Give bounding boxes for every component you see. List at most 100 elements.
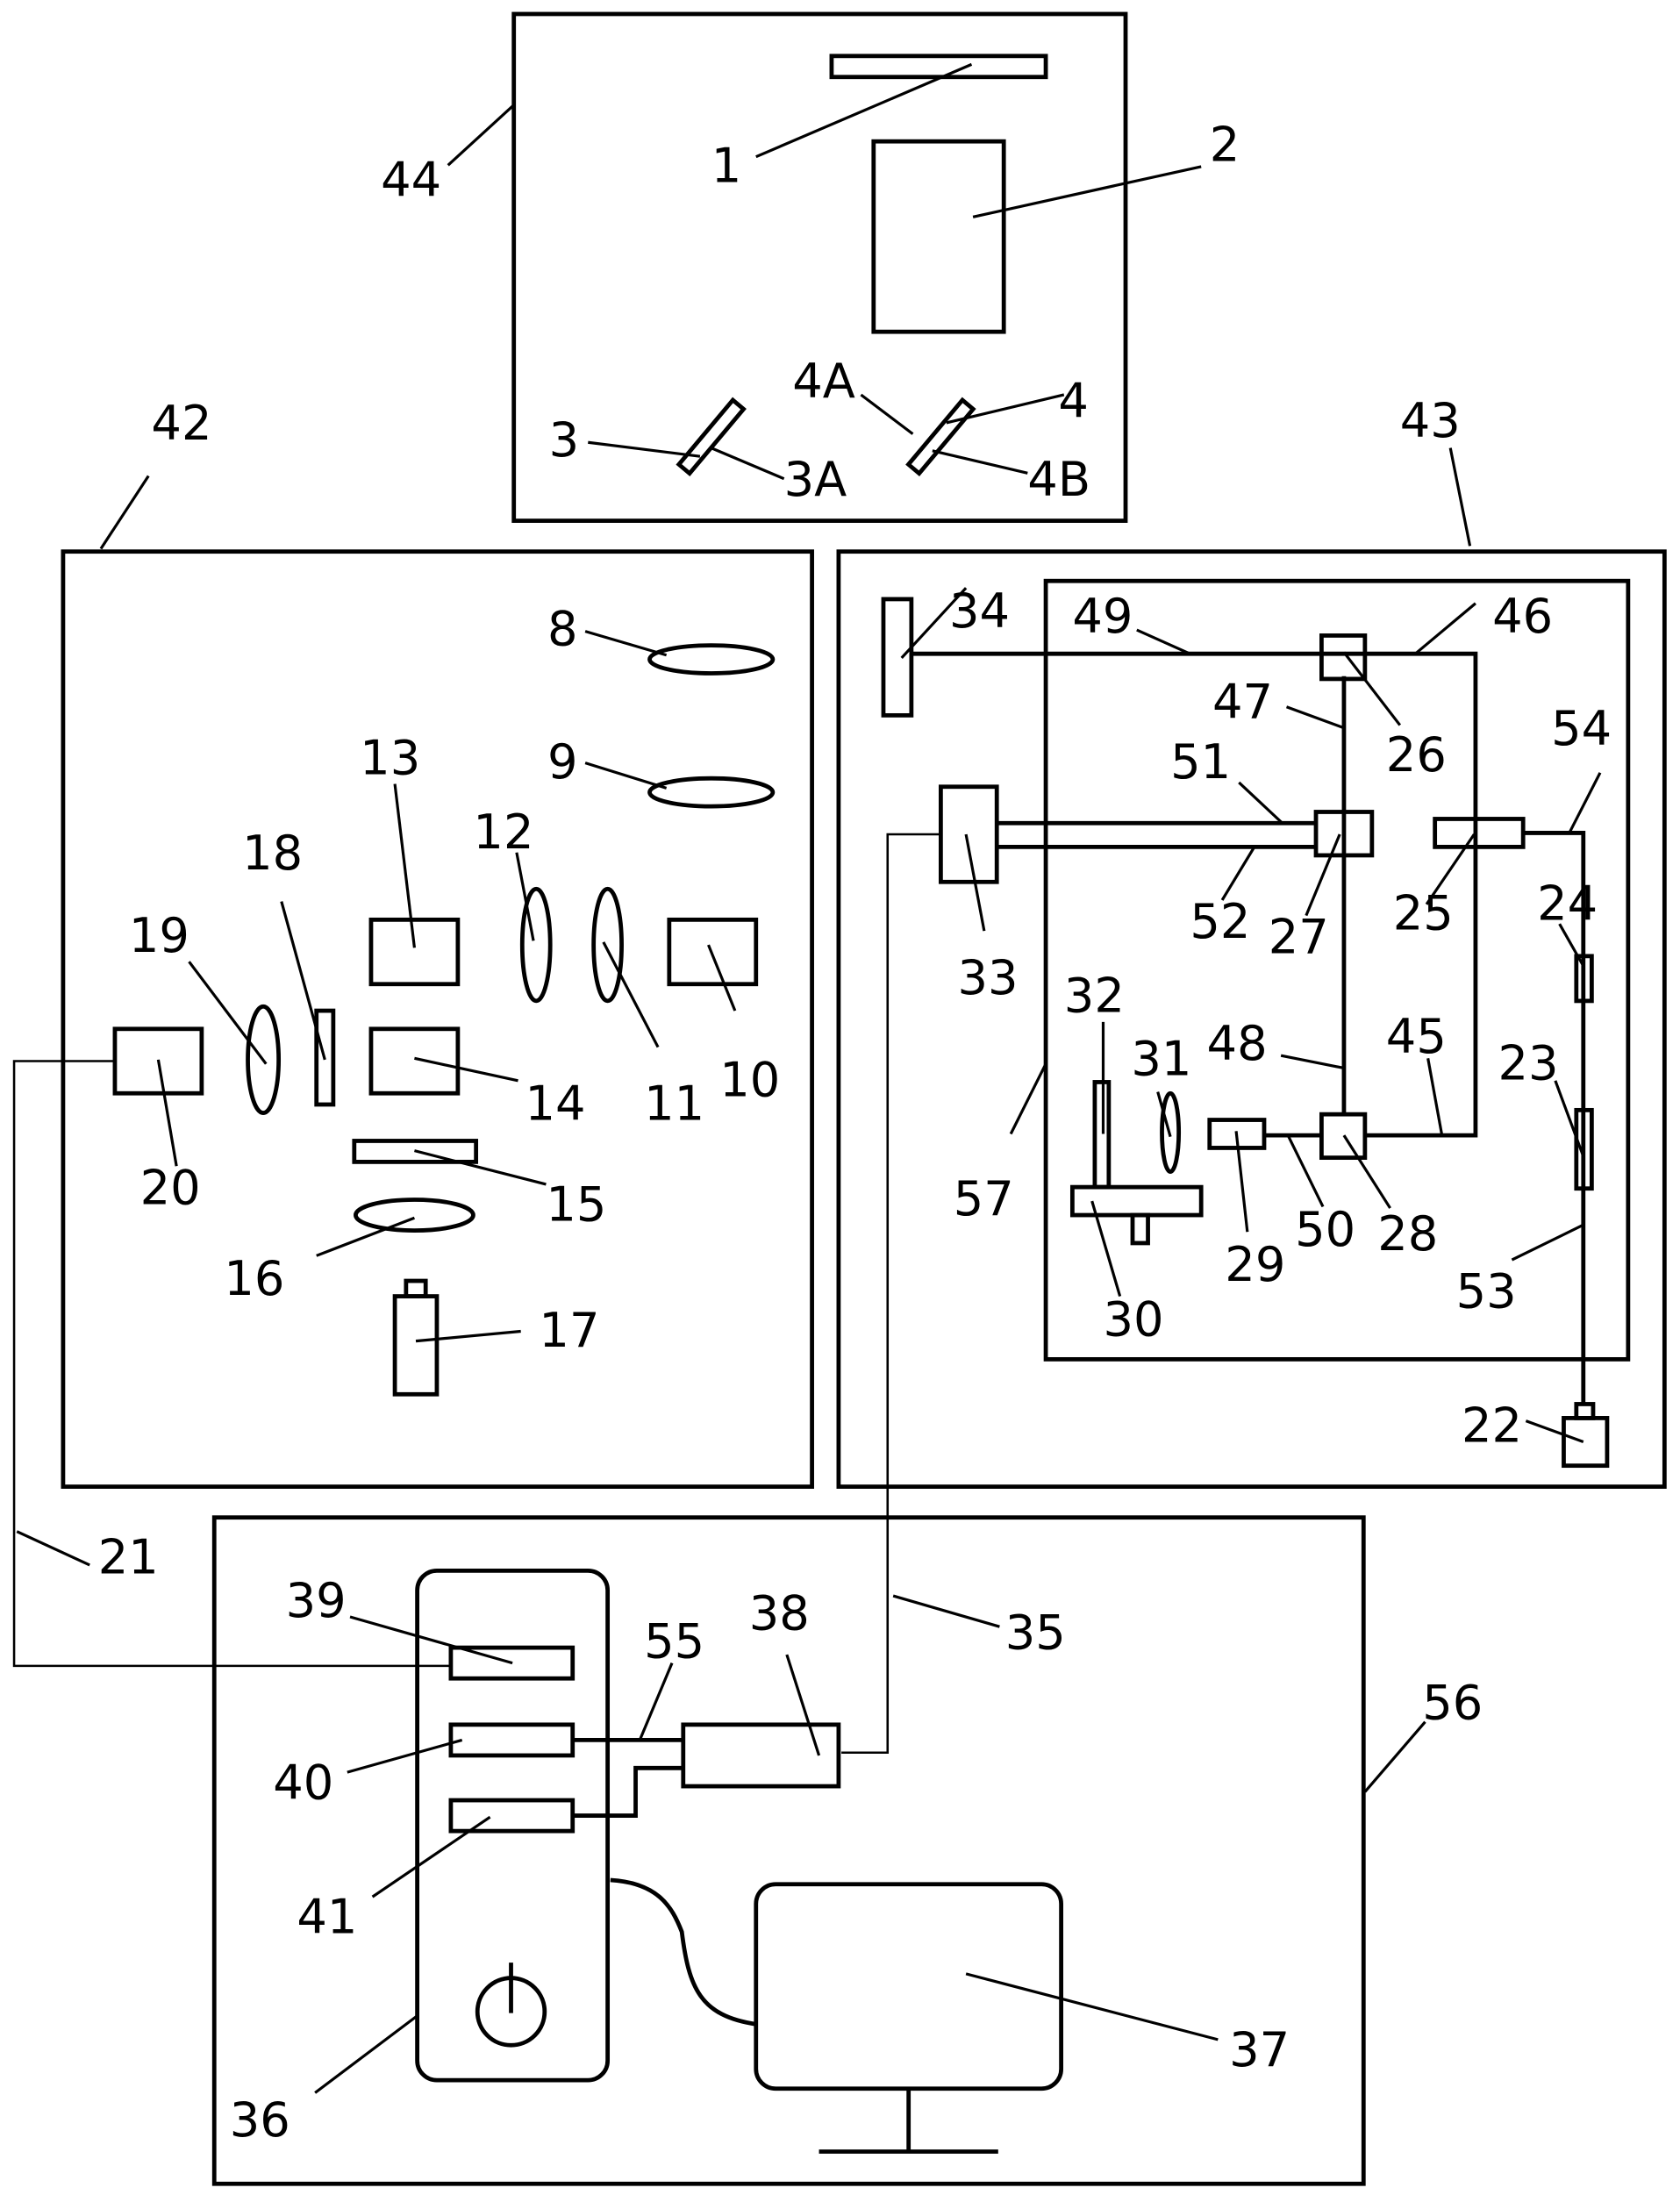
label-3: 3 [549, 412, 580, 468]
leader-23 [1555, 1081, 1583, 1156]
label-46: 46 [1492, 589, 1553, 644]
leader-46 [1415, 604, 1476, 654]
label-4B: 4B [1027, 452, 1090, 507]
leader-36 [315, 2016, 417, 2093]
leader-15 [414, 1151, 546, 1184]
leader-39 [350, 1617, 512, 1663]
leader-2 [973, 167, 1201, 217]
label-55: 55 [644, 1613, 704, 1669]
label-39: 39 [286, 1573, 347, 1628]
leader-4A [861, 395, 912, 434]
leader-40 [347, 1740, 462, 1772]
label-18: 18 [242, 826, 303, 881]
cable-55-b [573, 1768, 683, 1815]
leader-48 [1281, 1055, 1344, 1068]
label-4: 4 [1058, 374, 1089, 429]
label-17: 17 [539, 1303, 599, 1358]
card-41 [451, 1800, 573, 1831]
label-24: 24 [1537, 876, 1598, 931]
label-31: 31 [1131, 1031, 1191, 1086]
panel-56: 56 39 40 41 55 38 36 37 [214, 1518, 1483, 2184]
cable-21 [14, 1062, 451, 1666]
leader-9 [585, 763, 667, 789]
leader-22 [1526, 1421, 1583, 1442]
component-16-lens [355, 1199, 473, 1230]
leader-37 [966, 1974, 1218, 2040]
label-32: 32 [1064, 969, 1125, 1024]
component-34-mirror [883, 599, 911, 715]
leader-51 [1239, 783, 1282, 823]
label-34: 34 [949, 583, 1010, 639]
leader-17 [416, 1331, 521, 1341]
label-20: 20 [140, 1160, 201, 1215]
component-30-stage [1072, 1187, 1201, 1215]
card-40 [451, 1725, 573, 1755]
label-44: 44 [381, 152, 441, 207]
label-48: 48 [1207, 1016, 1268, 1071]
leader-35 [893, 1596, 999, 1627]
label-52: 52 [1190, 894, 1250, 949]
label-2: 2 [1210, 118, 1240, 173]
label-30: 30 [1103, 1291, 1163, 1347]
panel-44: 1 2 3 3A 4A 4 4B 44 [381, 14, 1240, 521]
label-9: 9 [547, 734, 578, 790]
component-25-coupler [1435, 819, 1524, 847]
leader-42 [101, 476, 148, 549]
monitor-cable [611, 1880, 756, 2024]
leader-47 [1287, 707, 1344, 728]
leader-44 [448, 105, 514, 166]
label-49: 49 [1072, 589, 1133, 644]
label-10: 10 [719, 1052, 780, 1107]
component-30-stage-post [1133, 1215, 1148, 1243]
label-16: 16 [224, 1251, 284, 1306]
label-40: 40 [273, 1755, 333, 1810]
label-22: 22 [1462, 1398, 1522, 1454]
label-12: 12 [473, 804, 533, 860]
component-38-controller [683, 1725, 839, 1786]
power-icon[interactable] [477, 1963, 545, 2045]
label-4A: 4A [792, 354, 855, 409]
component-9-lens [649, 778, 772, 806]
leader-14 [414, 1058, 518, 1081]
label-35: 35 [1005, 1605, 1066, 1661]
label-33: 33 [958, 950, 1019, 1005]
leader-45 [1428, 1058, 1442, 1135]
component-4-mirror [909, 400, 974, 474]
component-17-cap [406, 1281, 425, 1297]
component-8-lens [649, 646, 772, 674]
leader-43 [1450, 448, 1469, 547]
label-57: 57 [954, 1171, 1014, 1226]
label-1: 1 [711, 138, 742, 193]
leader-3A [711, 448, 784, 479]
component-11-lens [594, 889, 622, 1001]
leader-13 [395, 784, 414, 948]
panel-43: 43 [839, 393, 1664, 1487]
leader-26 [1344, 653, 1400, 726]
leader-41 [373, 1817, 490, 1897]
label-25: 25 [1393, 886, 1454, 941]
label-38: 38 [749, 1585, 810, 1641]
leader-53 [1512, 1225, 1583, 1260]
component-33-detector [940, 787, 997, 883]
label-43: 43 [1400, 393, 1461, 448]
cable-35 [841, 834, 940, 1753]
leader-10 [709, 945, 735, 1011]
leader-20 [158, 1060, 176, 1166]
label-8: 8 [547, 602, 578, 657]
component-14-block [371, 1029, 458, 1093]
leader-57 [1011, 1064, 1046, 1134]
label-53: 53 [1456, 1263, 1517, 1319]
leader-56 [1365, 1722, 1426, 1792]
label-54: 54 [1551, 701, 1612, 756]
label-29: 29 [1225, 1237, 1285, 1292]
label-13: 13 [360, 730, 420, 785]
component-22-connector [1576, 1404, 1593, 1418]
panel-42: 42 8 9 10 11 12 13 14 15 1 [63, 396, 812, 1487]
leader-49 [1137, 630, 1190, 654]
label-36: 36 [230, 2092, 290, 2148]
component-13-block [371, 919, 458, 983]
leader-4B [933, 451, 1028, 474]
label-23: 23 [1498, 1035, 1558, 1090]
label-11: 11 [644, 1076, 704, 1132]
